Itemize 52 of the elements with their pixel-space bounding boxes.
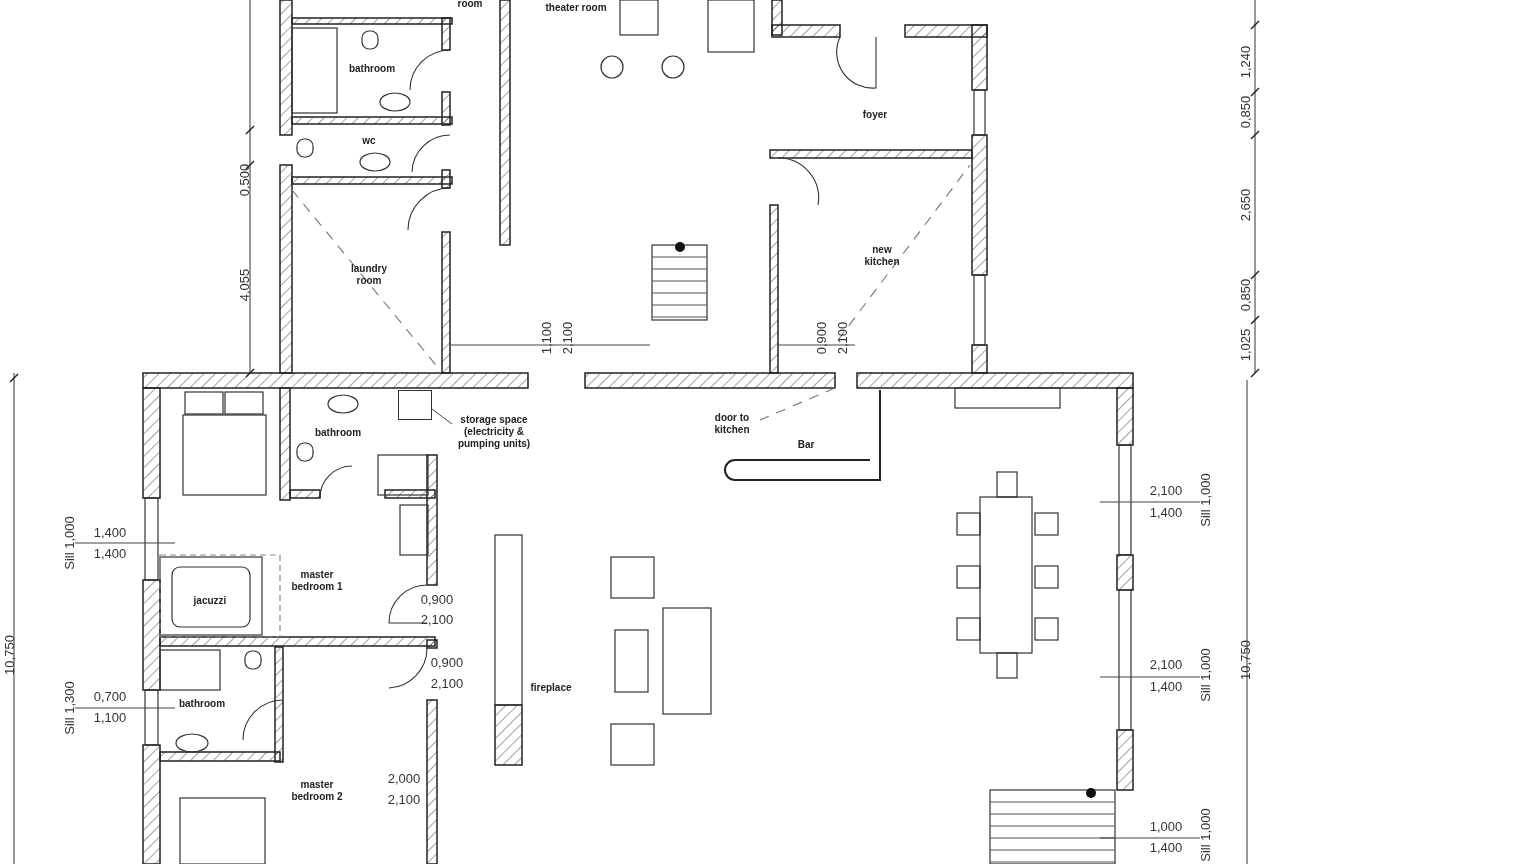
dimension-label: 1,100 [93, 710, 127, 726]
dimension-label: Sill 1,300 [62, 681, 78, 735]
room-label: wc [361, 135, 377, 147]
dimension-label: 1,400 [93, 525, 127, 541]
room-label: jacuzzi [192, 595, 228, 607]
room-label: bathroom [177, 698, 227, 710]
dimension-label: 2,000 [387, 771, 421, 787]
dimension-label: 0,900 [430, 655, 464, 671]
dimension-label: 1,400 [1149, 679, 1183, 695]
dimension-label: Sill 1,000 [1198, 473, 1214, 527]
dimension-label: 2,100 [387, 792, 421, 808]
room-label: storage space (electricity & pumping units) [452, 414, 536, 450]
dimension-label: Sill 1,000 [1198, 648, 1214, 702]
dimension-label: 0,500 [237, 163, 253, 197]
storage-cabinet [398, 390, 432, 420]
dimension-label: 1,400 [1149, 840, 1183, 856]
dimension-label: 2,100 [1149, 657, 1183, 673]
dimension-label: 0,850 [1238, 278, 1254, 312]
dimension-label: 10,750 [2, 635, 18, 675]
room-label: bathroom [313, 427, 363, 439]
dimension-label: 2,100 [560, 321, 576, 355]
dimension-label: 1,240 [1238, 45, 1254, 79]
dimension-label: 4,055 [237, 268, 253, 302]
room-label: new kitchen [863, 243, 901, 267]
dimension-label: 1,025 [1238, 328, 1254, 362]
dimension-label: 2,100 [1149, 483, 1183, 499]
room-label: foyer [861, 109, 889, 121]
dimension-label: 1,100 [539, 321, 555, 355]
dimension-label: 2,100 [835, 321, 851, 355]
room-label: door to kitchen [713, 411, 751, 435]
room-label: fireplace [529, 682, 573, 694]
room-label: laundry room [349, 262, 389, 286]
dimension-label: Sill 1,000 [1198, 808, 1214, 862]
dimension-label: 0,900 [420, 592, 454, 608]
dimension-label: 2,100 [430, 676, 464, 692]
dimension-label: 10,750 [1238, 640, 1254, 680]
room-label: theater room [544, 2, 608, 14]
dimension-label: 0,900 [814, 321, 830, 355]
room-label: bathroom [347, 63, 397, 75]
dimension-label: 0,700 [93, 689, 127, 705]
room-label: Bar [796, 439, 816, 451]
dimension-label: 1,400 [93, 546, 127, 562]
dimension-label: 0,850 [1238, 95, 1254, 129]
dimension-label: 1,400 [1149, 505, 1183, 521]
dimension-label: 1,000 [1149, 819, 1183, 835]
dimension-label: 2,100 [420, 612, 454, 628]
dimension-label: 2,650 [1238, 188, 1254, 222]
leader-line [431, 408, 453, 425]
room-label: master bedroom 2 [290, 778, 344, 802]
dimension-label: Sill 1,000 [62, 516, 78, 570]
room-label: master bedroom 1 [290, 568, 344, 592]
room-label: room [456, 0, 484, 10]
